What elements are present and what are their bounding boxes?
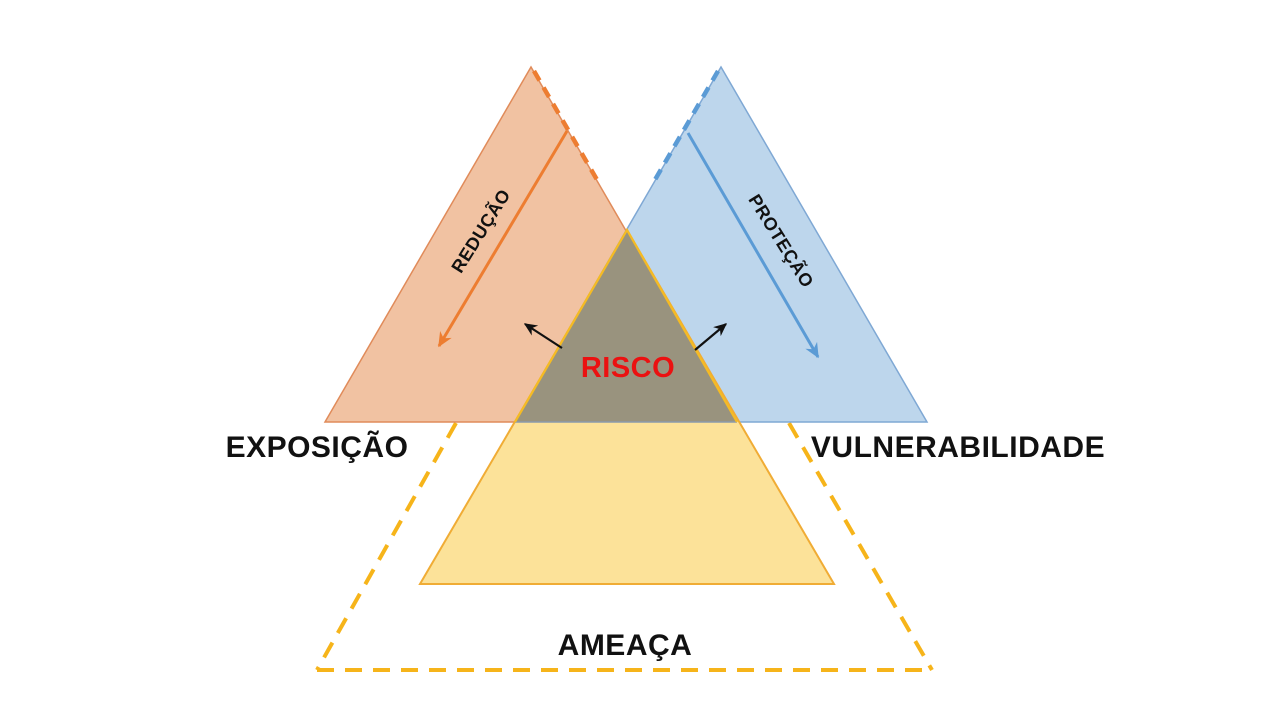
reduction-arrow — [437, 130, 569, 348]
risk-label: RISCO — [581, 352, 675, 384]
threat-label: AMEAÇA — [558, 629, 693, 662]
protection-arrow — [686, 132, 820, 359]
threat-dashed-left-edge — [315, 422, 458, 671]
threat-dashed-outline — [315, 421, 934, 672]
vulnerability-label: VULNERABILIDADE — [811, 431, 1105, 464]
risk-overlap-region — [515, 230, 737, 422]
exposure-apex-dashed-line — [532, 69, 602, 187]
threat-dashed-right-edge — [787, 421, 934, 672]
vulnerability-apex-dashed-line — [650, 69, 720, 187]
overlap-yellow-edges — [514, 227, 738, 423]
risk-arrow-left — [523, 323, 563, 349]
risk-arrow-right — [694, 323, 728, 351]
exposure-label: EXPOSIÇÃO — [226, 430, 409, 464]
